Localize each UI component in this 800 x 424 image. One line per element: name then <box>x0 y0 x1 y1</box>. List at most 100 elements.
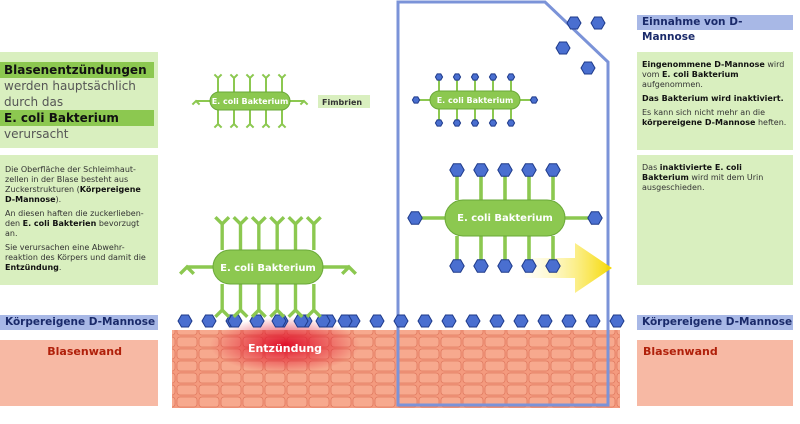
d-mannose-hexagon-icon <box>407 211 423 225</box>
d-mannose-hexagon-icon <box>434 119 444 127</box>
text: körpereigene D-Mannose <box>642 118 756 127</box>
fimbria-tip <box>250 307 267 319</box>
d-mannose-hexagon-icon <box>521 259 537 273</box>
text: Eingenommene D-Mannose <box>642 60 765 69</box>
bound-d-mannose-icon <box>315 314 331 328</box>
surface-d-mannose-icon <box>177 314 193 328</box>
fimbria-tip <box>277 122 287 129</box>
ecoli-bacterium-small-left <box>191 73 309 129</box>
d-mannose-hexagon-icon <box>470 119 480 127</box>
text: Körpereigene D-Mannose <box>5 185 141 204</box>
bound-d-mannose-icon <box>249 314 265 328</box>
fimbria-tip <box>191 99 201 106</box>
d-mannose-hexagon-icon <box>529 96 539 104</box>
fimbria-tip <box>305 215 322 227</box>
arrow-icon <box>520 243 612 293</box>
fimbria-tip <box>245 73 255 80</box>
text: inaktivierte E. coli Bakterium <box>642 163 742 182</box>
d-mannose-hexagon-icon <box>449 163 465 177</box>
fimbria-tip <box>277 73 287 80</box>
fimbria-tip <box>269 307 286 319</box>
surface-d-mannose-icon <box>441 314 457 328</box>
fimbria-tip <box>178 264 196 276</box>
fimbria-tip <box>213 73 223 80</box>
bacterium-label-small-left: E. coli Bakterium <box>212 97 289 106</box>
d-mannose-hexagon-icon <box>497 259 513 273</box>
bound-d-mannose-icon <box>293 314 309 328</box>
surface-d-mannose-icon <box>201 314 217 328</box>
text: Das Bakterium wird inaktiviert. <box>642 94 784 103</box>
info-box-surface: Die Oberfläche der Schleimhaut-zellen in… <box>0 155 158 285</box>
intake-frame <box>396 0 610 407</box>
fimbria-tip <box>305 307 322 319</box>
d-mannose-hexagon-icon <box>473 259 489 273</box>
d-mannose-hexagon-icon <box>506 73 516 81</box>
surface-d-mannose-icon <box>489 314 505 328</box>
text: werden hauptsächlich <box>4 79 136 93</box>
surface-d-mannose-icon <box>537 314 553 328</box>
bladder-wall-label-left: Blasenwand <box>0 340 158 406</box>
bacterium-body <box>429 90 521 110</box>
bacterium-label-big-left: E. coli Bakterium <box>220 263 316 274</box>
fimbria-tip <box>261 73 271 80</box>
surface-d-mannose-icon <box>609 314 625 328</box>
fimbria-tip <box>213 122 223 129</box>
d-mannose-hexagon-icon <box>555 41 571 55</box>
text: heften. <box>755 118 787 127</box>
text: E. coli Bakterium <box>0 110 154 126</box>
text: durch das <box>4 95 64 109</box>
text: verursacht <box>4 127 69 141</box>
surface-d-mannose-icon <box>417 314 433 328</box>
text: . <box>58 263 62 272</box>
info-box-excretion: Das inaktivierte E. coli Bakterium wird … <box>637 155 793 285</box>
text: Entzündung <box>5 263 59 272</box>
d-mannose-hexagon-icon <box>470 73 480 81</box>
surface-d-mannose-icon <box>465 314 481 328</box>
mannose-label-right: Körpereigene D-Mannose <box>637 315 793 330</box>
text: Die Oberfläche der Schleimhaut-zellen in… <box>5 165 136 194</box>
d-mannose-hexagon-icon <box>488 119 498 127</box>
fimbria-tip <box>250 215 267 227</box>
mannose-label-left: Körpereigene D-Mannose <box>0 315 158 330</box>
fimbria-tip <box>269 215 286 227</box>
d-mannose-hexagon-icon <box>449 259 465 273</box>
fimbria-tip <box>340 264 358 276</box>
info-box-intake: Eingenommene D-Mannose wird vom E. coli … <box>637 52 793 150</box>
text: bevorzugt an. <box>5 219 140 238</box>
fimbria-tip <box>232 215 249 227</box>
ecoli-bacterium-small-right <box>411 73 539 127</box>
text: Es kann sich nicht mehr an die <box>642 108 766 117</box>
text: E. coli Bakterien <box>22 219 97 228</box>
text: E. coli Bakterium <box>661 70 739 79</box>
fimbria-tip <box>232 307 249 319</box>
bacterium-label-small-right: E. coli Bakterium <box>437 96 514 105</box>
surface-d-mannose-icon <box>513 314 529 328</box>
bladder-wall-label-right: Blasenwand <box>637 340 793 406</box>
d-mannose-hexagon-icon <box>580 61 596 75</box>
fimbria-tip <box>261 122 271 129</box>
surface-d-mannose-icon <box>393 314 409 328</box>
text: ). <box>55 195 62 204</box>
fimbria-tip <box>214 307 231 319</box>
inflammation-area <box>210 317 360 373</box>
text: aufgenommen. <box>642 80 703 89</box>
text: wird vom <box>642 60 785 79</box>
intake-label: Einnahme von D-Mannose <box>637 15 793 43</box>
text: Blasenentzündungen <box>0 62 154 78</box>
surface-d-mannose-icon <box>561 314 577 328</box>
d-mannose-hexagon-icon <box>497 163 513 177</box>
fimbria-tip <box>214 215 231 227</box>
d-mannose-hexagon-icon <box>521 163 537 177</box>
text: Sie verursachen eine Abwehr-reaktion des… <box>5 243 146 262</box>
fimbria-tip <box>287 307 304 319</box>
surface-d-mannose-icon <box>585 314 601 328</box>
surface-d-mannose-icon <box>369 314 385 328</box>
d-mannose-hexagon-icon <box>411 96 421 104</box>
d-mannose-hexagon-icon <box>452 73 462 81</box>
ecoli-bacterium-big-right <box>407 163 603 273</box>
fimbria-tip <box>229 122 239 129</box>
info-box-cause: Blasenentzündungen werden hauptsächlich … <box>0 52 158 148</box>
bound-d-mannose-icon <box>227 314 243 328</box>
d-mannose-hexagon-icon <box>452 119 462 127</box>
